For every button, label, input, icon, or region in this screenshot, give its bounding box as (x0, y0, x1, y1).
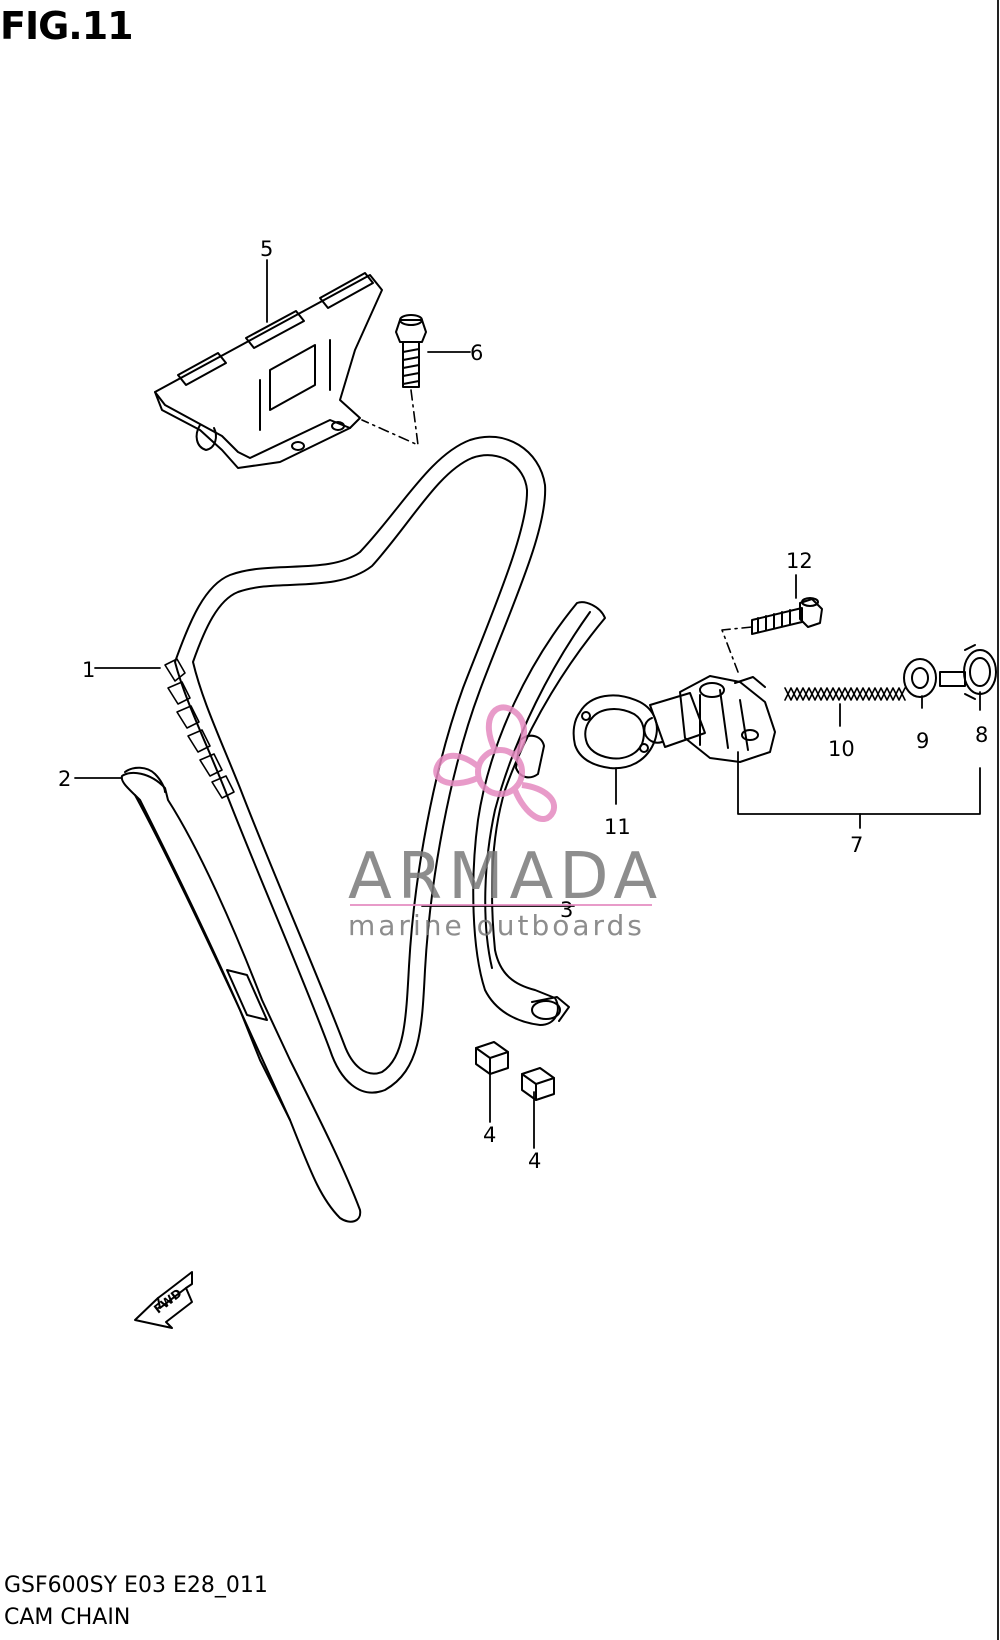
watermark-tagline: marine outboards (348, 909, 645, 942)
chain-guide-right (472, 601, 606, 1026)
bolt-12-leader (721, 626, 753, 673)
footer-model-code: GSF600SY E03 E28_011 (4, 1573, 268, 1598)
callout-4b: 4 (528, 1149, 541, 1173)
callout-12: 12 (786, 549, 813, 573)
chain-guide-left (120, 766, 362, 1223)
figure-title: FIG.11 (0, 4, 134, 48)
cap-bolt-8 (939, 644, 997, 700)
callout-8: 8 (975, 723, 988, 747)
cushion-block-b (521, 1067, 555, 1101)
callout-11: 11 (604, 815, 631, 839)
fwd-arrow-icon (134, 1271, 193, 1329)
footer-section-name: CAM CHAIN (4, 1605, 131, 1630)
callout-2: 2 (58, 767, 71, 791)
callout-10: 10 (828, 737, 855, 761)
page-border (997, 0, 999, 1640)
cam-chain (174, 435, 547, 1094)
watermark-propeller-icon (433, 704, 558, 822)
spring-10 (784, 687, 906, 701)
bolt-6 (395, 314, 427, 388)
callout-1: 1 (82, 658, 95, 682)
watermark: ARMADA marine outboards (348, 704, 663, 942)
callout-9: 9 (916, 729, 929, 753)
leader-lines (74, 259, 981, 1149)
bolt-6-leader (361, 389, 419, 446)
cushion-block-a (475, 1041, 509, 1075)
callout-4a: 4 (483, 1123, 496, 1147)
callout-6: 6 (470, 341, 483, 365)
gasket-11 (572, 694, 658, 770)
chain-guide-upper (154, 272, 383, 469)
tensioner-body (643, 675, 776, 763)
watermark-name: ARMADA (348, 840, 663, 914)
chain-links (164, 658, 235, 799)
callout-5: 5 (260, 237, 273, 261)
bolt-12 (751, 597, 823, 635)
washer-9 (903, 658, 937, 698)
callout-7: 7 (850, 833, 863, 857)
